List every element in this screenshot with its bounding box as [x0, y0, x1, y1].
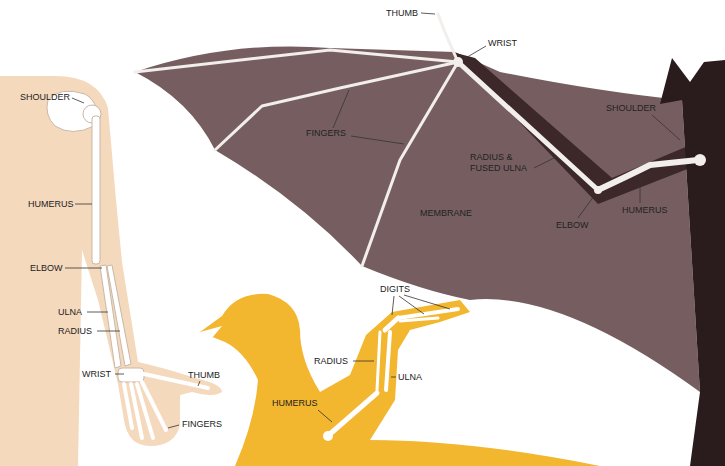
part-label: FINGERS — [182, 419, 222, 430]
leader-line — [198, 381, 200, 386]
leader-line — [578, 196, 594, 218]
carpal-bones — [118, 368, 144, 382]
part-label: SHOULDER — [20, 92, 70, 103]
bird-digit-bone — [398, 309, 458, 318]
part-label: HUMERUS — [272, 398, 318, 409]
part-label: HUMERUS — [622, 205, 668, 216]
part-label: THUMB — [188, 370, 220, 381]
leader-line — [333, 90, 349, 128]
bat-humerus-bone — [598, 160, 698, 190]
radius-bone — [107, 265, 131, 366]
bat-leading-edge — [452, 52, 690, 204]
leader-line — [72, 98, 84, 103]
bat-bones — [135, 14, 698, 266]
leader-lines — [65, 13, 680, 428]
part-label: THUMB — [386, 8, 418, 19]
bird-carpal-bone — [385, 318, 398, 330]
leader-line — [351, 136, 404, 144]
part-label: SHOULDER — [606, 103, 656, 114]
part-label: RADIUS — [58, 326, 92, 337]
bat-finger-bone — [362, 62, 458, 266]
part-label: RADIUS & FUSED ULNA — [470, 152, 532, 174]
leader-line — [318, 410, 332, 422]
leader-line — [65, 268, 102, 269]
part-label: ELBOW — [30, 263, 63, 274]
bird-bones — [330, 309, 458, 434]
bird-body — [200, 294, 600, 466]
leader-line — [534, 157, 556, 168]
leader-line — [404, 295, 450, 309]
bat-elbow-joint — [594, 186, 602, 194]
human-skin — [0, 76, 222, 466]
leader-line — [115, 374, 124, 375]
part-label: ULNA — [58, 307, 82, 318]
bat-wrist-joint — [453, 57, 463, 67]
bat-shoulder-joint — [694, 154, 706, 166]
leader-line — [353, 361, 374, 362]
leader-line — [97, 331, 120, 332]
bat-thumb-bone — [438, 14, 458, 62]
bird-digit-bone — [400, 318, 438, 321]
part-label: ULNA — [398, 372, 422, 383]
leader-line — [640, 176, 641, 203]
leader-line — [464, 46, 486, 59]
bird-radius-bone — [377, 332, 380, 390]
bat-finger-bone — [215, 62, 458, 150]
leader-line — [421, 13, 435, 14]
humerus-bone — [92, 116, 100, 264]
bat-membrane — [135, 46, 700, 392]
bird-beak-gap — [200, 326, 222, 338]
leader-line — [168, 425, 179, 428]
leader-line — [391, 377, 396, 378]
part-label: DIGITS — [380, 284, 410, 295]
leader-line — [87, 312, 108, 313]
bat-radius-bone — [458, 62, 598, 190]
bird-humerus-bone — [330, 393, 377, 434]
part-label: RADIUS — [314, 356, 348, 367]
bat-finger-bone — [135, 50, 458, 72]
finger-bone — [142, 382, 166, 430]
part-label: FINGERS — [306, 128, 346, 139]
leader-line — [652, 115, 680, 140]
part-label: WRIST — [82, 369, 111, 380]
human-bones — [47, 91, 144, 382]
bird-shoulder-joint — [323, 431, 333, 441]
leader-line — [75, 204, 92, 205]
bird-ulna-bone — [386, 332, 390, 390]
bat-body — [660, 58, 725, 466]
part-label: WRIST — [488, 38, 517, 49]
part-label: HUMERUS — [28, 199, 74, 210]
part-label: ELBOW — [556, 220, 589, 231]
leader-line — [399, 296, 424, 314]
leader-line — [392, 296, 394, 315]
part-label: MEMBRANE — [420, 208, 472, 219]
